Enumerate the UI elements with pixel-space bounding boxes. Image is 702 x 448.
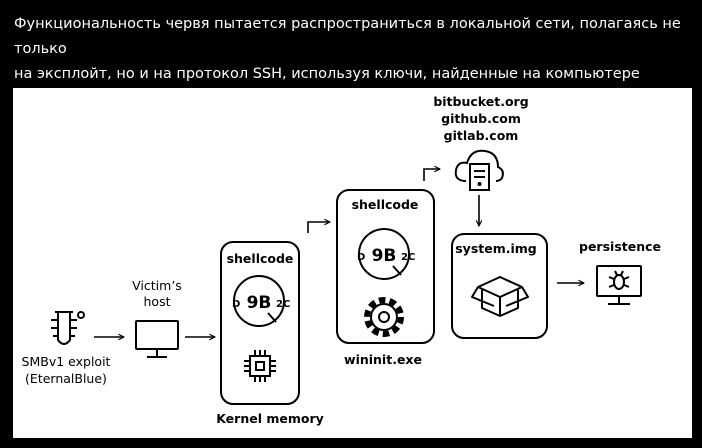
system-img-label: system.img bbox=[455, 241, 537, 256]
monitor-icon bbox=[135, 320, 179, 358]
monitor-bug-icon bbox=[596, 265, 642, 305]
svg-text:2C: 2C bbox=[401, 252, 415, 263]
kernel-box-title: shellcode bbox=[227, 251, 294, 266]
persistence-label: persistence bbox=[579, 239, 661, 254]
wininit-logo-text: 9B bbox=[372, 246, 397, 266]
system-img-box bbox=[451, 233, 548, 339]
victim-label-line-2: host bbox=[144, 294, 171, 309]
arrow-wininit-to-cloud bbox=[423, 169, 440, 181]
host-label-gitlab: gitlab.com bbox=[444, 128, 519, 143]
kernel-memory-label: Kernel memory bbox=[216, 411, 324, 426]
infection-flow-diagram: SMBv1 exploit (EternalBlue) Victim’s hos… bbox=[22, 94, 661, 426]
exploit-label-line-2: (EternalBlue) bbox=[25, 371, 107, 386]
gear-icon bbox=[364, 297, 404, 337]
exploit-label-line-1: SMBv1 exploit bbox=[22, 354, 111, 369]
diagram-panel: SMBv1 exploit (EternalBlue) Victim’s hos… bbox=[13, 88, 692, 438]
svg-text:2C: 2C bbox=[276, 299, 290, 310]
wininit-shellcode-box bbox=[336, 189, 435, 344]
intro-line-1: Функциональность червя пытается распрост… bbox=[14, 16, 681, 57]
victim-label-line-1: Victim’s bbox=[132, 278, 182, 293]
package-box-icon bbox=[471, 276, 529, 317]
wininit-label: wininit.exe bbox=[344, 352, 422, 367]
exploit-bug-icon bbox=[51, 311, 85, 345]
host-label-github: github.com bbox=[441, 111, 521, 126]
svg-text:D: D bbox=[357, 252, 365, 263]
kernel-logo-text: 9B bbox=[247, 293, 272, 313]
kernel-shellcode-box bbox=[220, 241, 300, 405]
wininit-box-title: shellcode bbox=[352, 197, 419, 212]
shellcode-logo-icon: D 9B 2C bbox=[232, 275, 290, 327]
svg-text:D: D bbox=[232, 299, 240, 310]
shellcode-logo-icon-2: D 9B 2C bbox=[357, 228, 415, 280]
chip-icon bbox=[244, 350, 276, 382]
host-label-bitbucket: bitbucket.org bbox=[433, 94, 528, 109]
cloud-server-icon bbox=[454, 149, 504, 191]
arrow-kernel-to-wininit bbox=[307, 222, 330, 233]
